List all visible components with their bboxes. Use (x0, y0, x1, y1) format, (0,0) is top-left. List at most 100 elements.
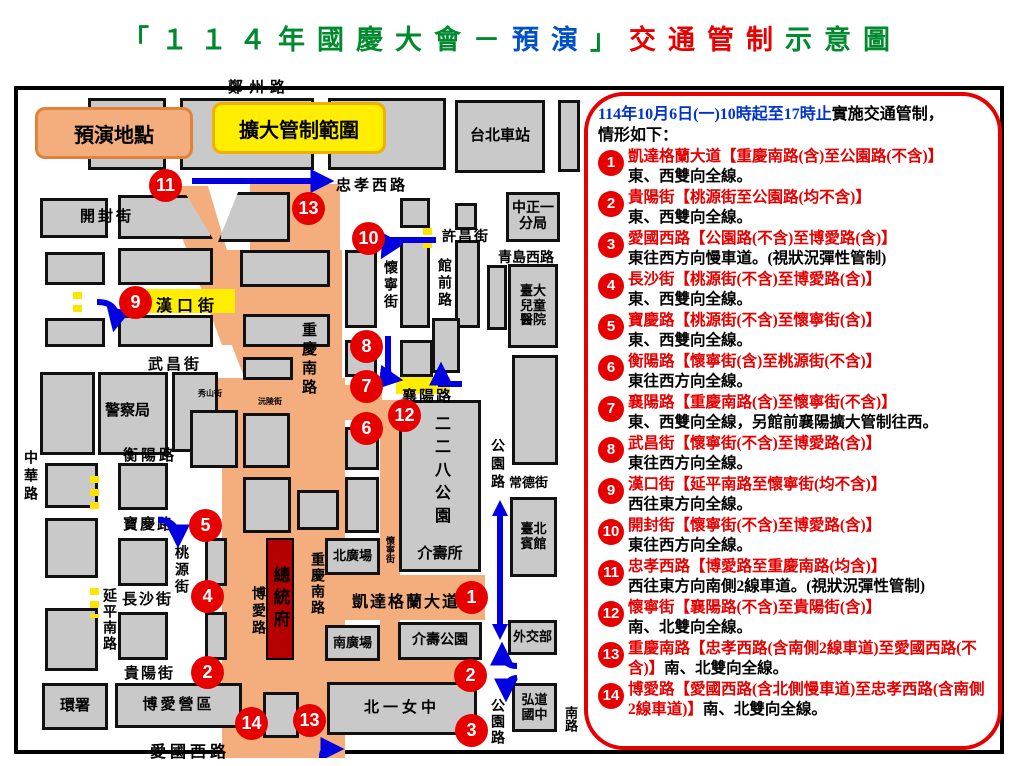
tag-label: 擴大管制範圍 (239, 119, 359, 142)
arrow-gongyuan-down-elbow (494, 675, 519, 703)
title-rehearsal: 預演 (512, 24, 590, 55)
marker-5: 5 (189, 509, 222, 542)
marker-13-top: 13 (292, 192, 325, 225)
arrowhead-up (492, 500, 508, 516)
marker-11: 11 (149, 169, 182, 202)
legend-detail: 南、北雙向全線。 (664, 660, 789, 677)
city-block (45, 318, 105, 347)
street-yuanling-tiny: 沅陵街 (258, 397, 282, 406)
legend-road: 重慶南路【忠孝西路(含南側2線車道)至愛國西路(不含)】 (628, 640, 977, 677)
city-block (400, 238, 430, 328)
street-xiangyang: 襄陽路 (402, 389, 454, 405)
city-block (487, 265, 507, 330)
legend-road: 懷寧街【襄陽路(不含)至貴陽街(含)】 (628, 599, 882, 616)
city-block (297, 490, 339, 530)
street-guiyang: 貴陽街 (124, 666, 176, 682)
street-yanping-south: 延平南路 (101, 588, 116, 652)
street-hankou: 漢口街 (156, 298, 220, 315)
arrow-xiangyang-guanqian (429, 361, 462, 387)
city-block (243, 413, 290, 468)
legend-detail: 東往西方向全線。 (628, 455, 753, 472)
marker-6: 6 (350, 412, 383, 445)
city-block (345, 477, 379, 533)
place-jieshou-suo-label: 介壽所 (417, 546, 463, 562)
street-zhongshan-south-partial: 南路 (563, 706, 578, 732)
legend-num-badge: 13 (598, 642, 624, 668)
place-label: 博愛營區 (142, 696, 215, 713)
place-label: 中正一分局 (512, 200, 554, 232)
legend-detail: 東往西方向慢車道。(視狀況彈性管制) (628, 250, 887, 267)
legend-road: 漢口街【延平南路至懷寧街(均不含)】 (628, 476, 887, 493)
arrow-kaifeng-turn (380, 232, 436, 260)
legend-header-action: 實施交通管制， (831, 106, 944, 123)
marker-8: 8 (350, 330, 383, 363)
street-changde: 常德街 (509, 475, 549, 490)
place-south-plaza: 南廣場 (325, 625, 380, 661)
place-label: 環署 (59, 697, 90, 714)
street-huaining-n: 懷寧街 (382, 260, 397, 311)
legend-item-13: 13 重慶南路【忠孝西路(含南側2線車道)至愛國西路(不含)】南、北雙向全線。 (598, 639, 990, 679)
marker-7: 7 (350, 370, 383, 403)
street-guanqian: 館前路 (436, 258, 451, 309)
place-label: 二二八公園 (432, 415, 449, 530)
street-changsha: 長沙街 (122, 592, 174, 608)
place-label: 臺大兒童醫院 (520, 282, 547, 328)
legend-road: 長沙街【桃源街(不含)至博愛路(含)】 (628, 271, 882, 288)
marker-3: 3 (455, 714, 488, 747)
city-block (118, 248, 213, 285)
place-label: 台北車站 (469, 127, 530, 144)
place-label: 外交部 (512, 629, 552, 645)
legend-road: 博愛路【愛國西路(含北側慢車道)至忠孝西路(含南側2線車道)】 (628, 681, 985, 718)
street-zhonghua: 中華路 (22, 450, 37, 504)
place-taipei-guest-house: 臺北賓館 (510, 497, 557, 577)
marker-4: 4 (191, 580, 224, 613)
city-block (243, 477, 291, 533)
place-label: 總統府 (270, 566, 290, 632)
city-block (45, 608, 98, 671)
place-boai-camp: 博愛營區 (115, 683, 242, 728)
legend-header-time: 114年10月6日(一)10時起至17時止 (598, 106, 832, 123)
arrow-aiguo-turn (319, 737, 345, 758)
place-label: 警察局 (105, 403, 151, 419)
marker-2-east: 2 (454, 659, 487, 692)
title-diagram: 示意圖 (785, 24, 902, 55)
legend-num-badge: 1 (598, 150, 624, 176)
marker-1: 1 (455, 581, 488, 614)
legend-num-badge: 12 (598, 601, 624, 627)
legend-item-12: 12 懷寧街【襄陽路(不含)至貴陽街(含)】南、北雙向全線。 (598, 598, 990, 638)
city-block (243, 314, 330, 347)
place-police-hq: 警察局 (98, 372, 168, 455)
street-taoyuan: 桃源街 (173, 545, 188, 596)
city-block (45, 252, 105, 285)
legend-detail: 西往東方向南側2線車道。(視狀況彈性管制) (628, 578, 926, 595)
city-block (400, 340, 433, 377)
marker-13-bottom: 13 (293, 704, 326, 737)
place-epa: 環署 (42, 683, 108, 730)
legend-detail: 東、西雙向全線。 (628, 209, 753, 226)
legend-detail: 東、西雙向全線。 (628, 168, 753, 185)
legend-num-badge: 14 (598, 683, 624, 709)
legend-num-badge: 4 (598, 273, 624, 299)
legend-item-1: 1 凱達格蘭大道【重慶南路(含)至公園路(不含)】東、西雙向全線。 (598, 147, 990, 187)
page-title: 「 １１４年國慶大會－ 預演 」 交通管制 示意圖 (0, 8, 1024, 66)
street-chongqing-south-s: 重慶南路 (309, 552, 324, 616)
place-label: 北廣場 (332, 548, 372, 564)
place-label: 北一女中 (363, 699, 440, 716)
city-block (40, 198, 108, 238)
city-block (118, 538, 168, 586)
street-hengyang: 衡陽路 (123, 448, 178, 464)
marker-10: 10 (352, 222, 385, 255)
tag-label: 預演地點 (74, 124, 154, 147)
legend-road: 襄陽路【重慶南路(含)至懷寧街(不含)】 (628, 394, 897, 411)
legend-detail: 南、北雙向全線。 (702, 701, 827, 718)
highlight-dash-zhonghua-3 (90, 588, 99, 618)
place-jieshou-park: 介壽公園 (398, 622, 482, 660)
place-label: 介壽公園 (412, 632, 468, 648)
arrow-hankou-turn (96, 299, 131, 333)
legend-num-badge: 7 (598, 396, 624, 422)
city-block (558, 100, 580, 172)
city-block (455, 203, 477, 230)
city-block (400, 198, 430, 228)
title-bracket-open: 「 (122, 24, 161, 55)
street-huaining-s-tiny: 懷寧街 (385, 536, 395, 563)
